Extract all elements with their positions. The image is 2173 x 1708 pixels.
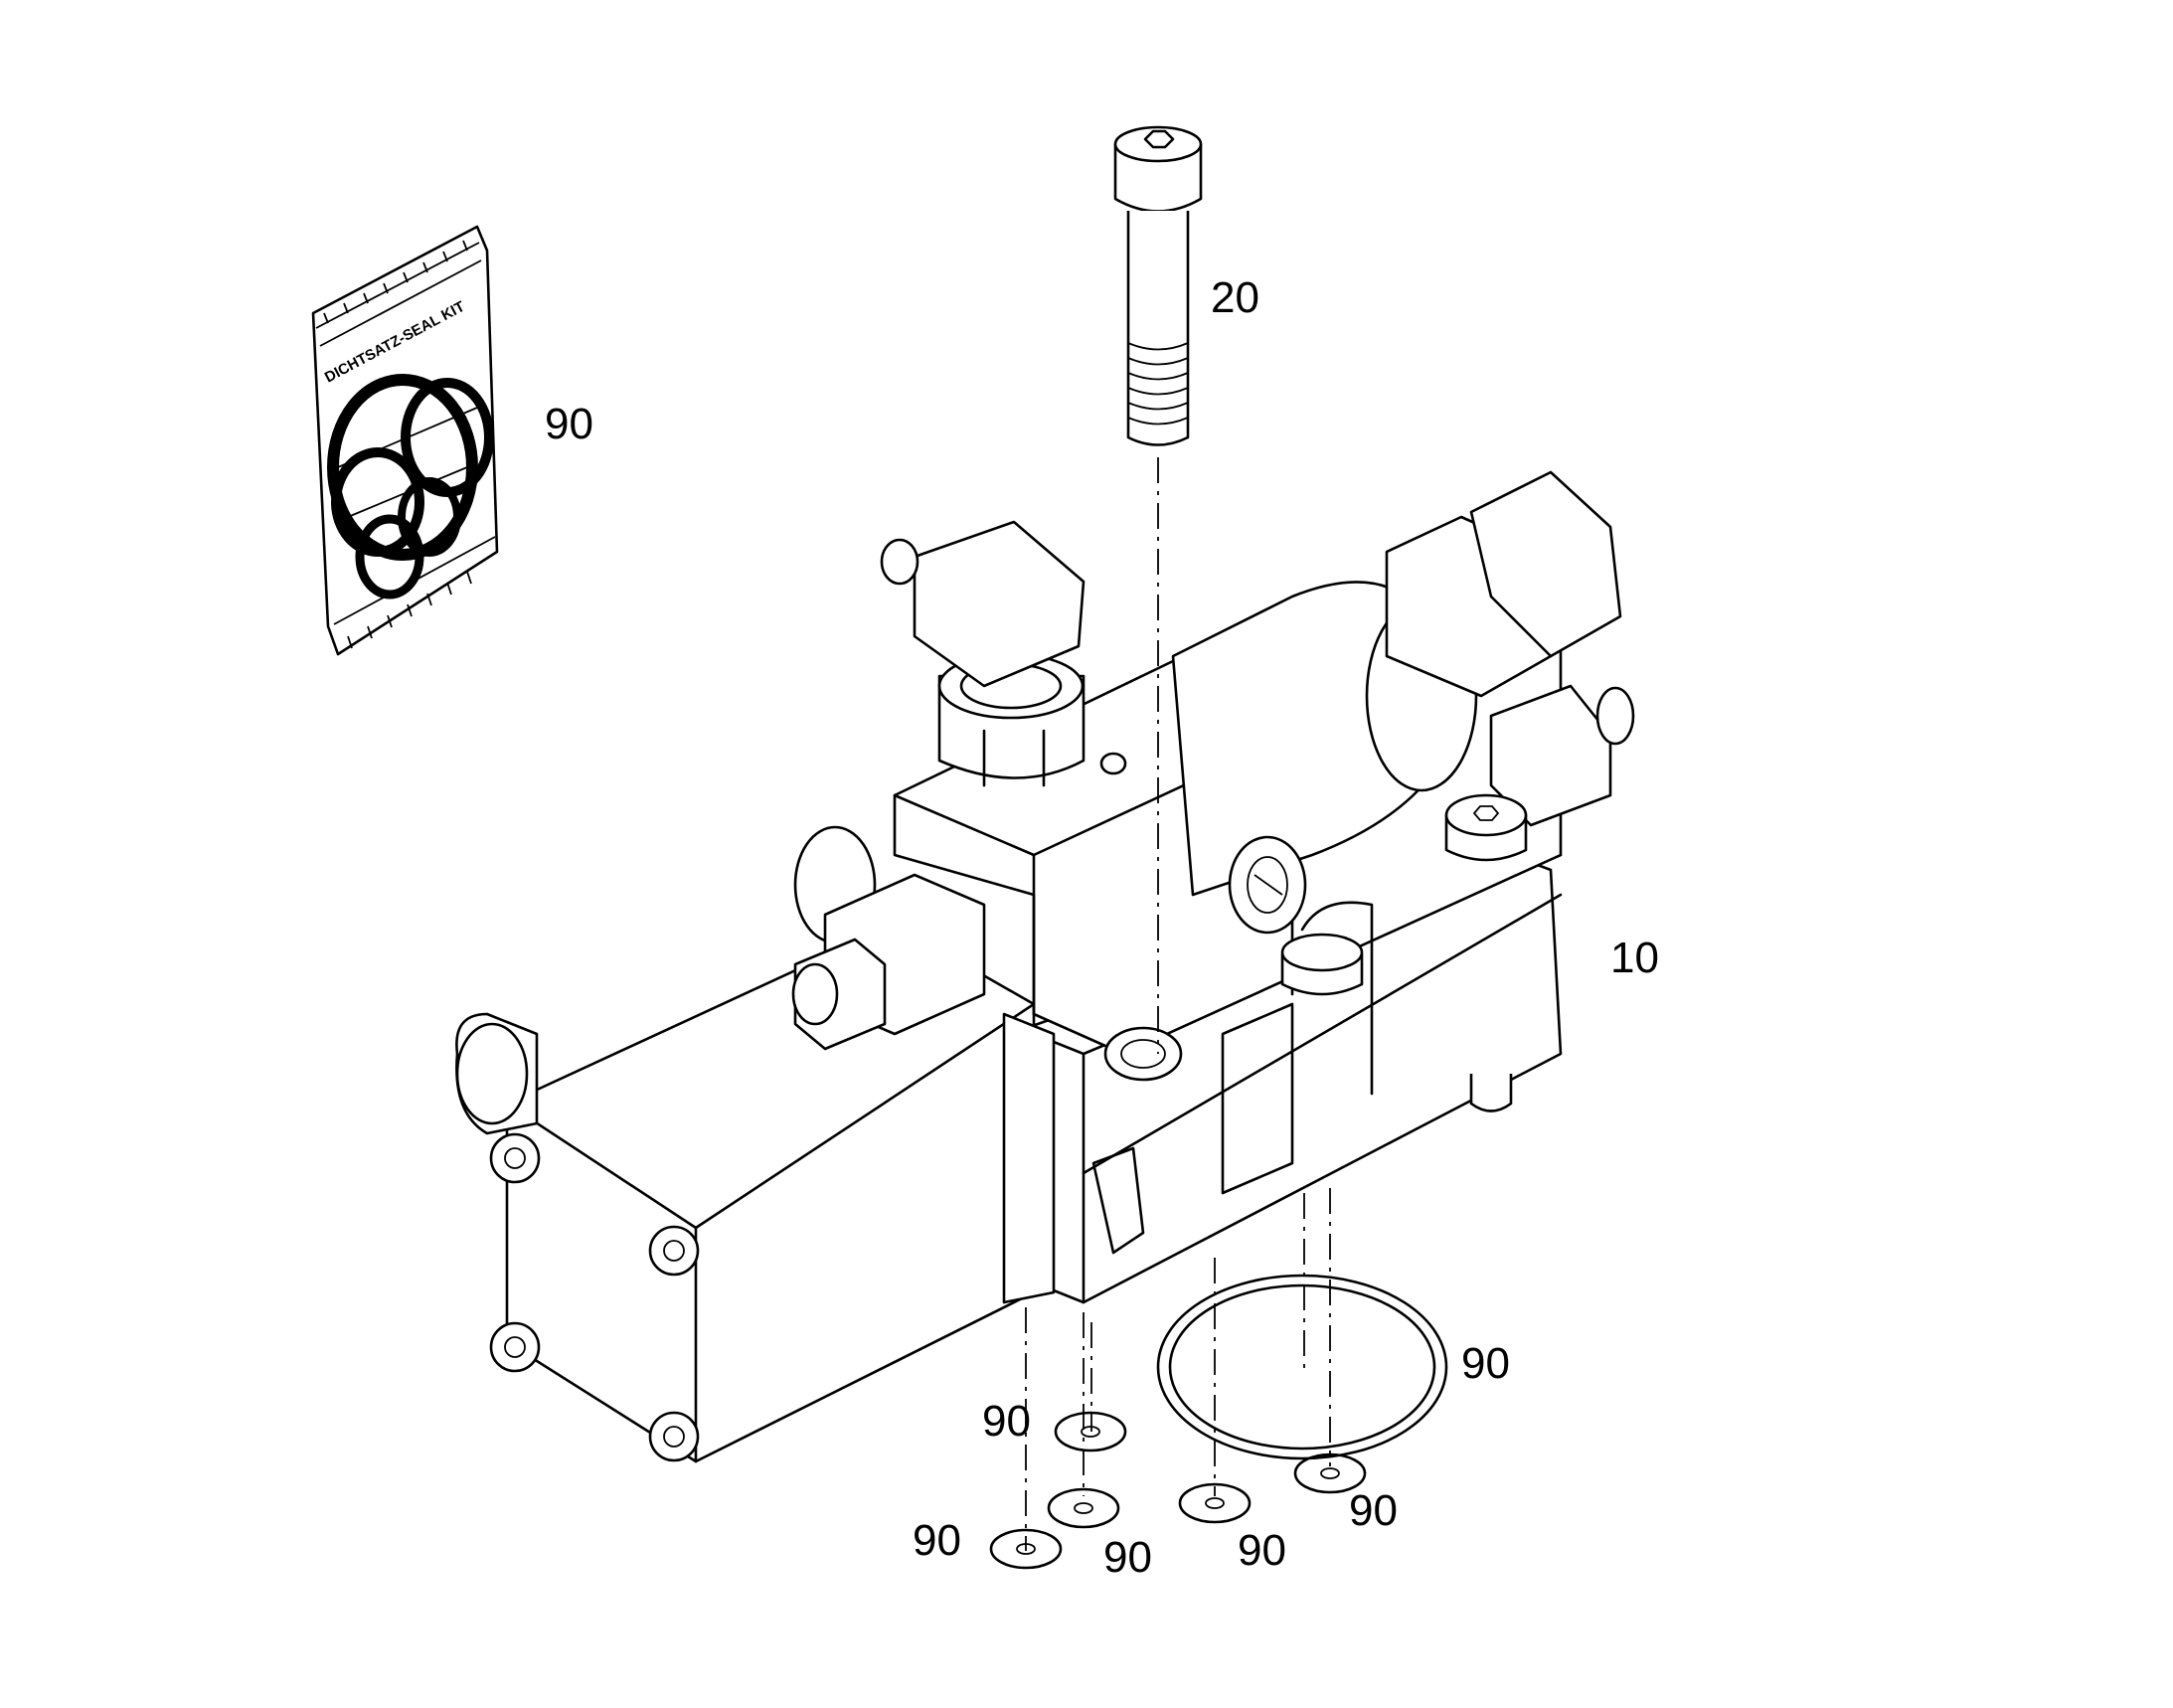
o-ring-small-c[interactable]: [989, 1528, 1063, 1570]
callout-bolt: 20: [1211, 273, 1259, 322]
valve-block-assembly[interactable]: [455, 470, 1635, 1463]
o-ring-small-d[interactable]: [1178, 1482, 1252, 1524]
o-ring-small-e[interactable]: [1293, 1452, 1367, 1494]
callout-oring-a: 90: [982, 1397, 1031, 1446]
seal-kit-bag[interactable]: DICHTSATZ-SEAL KIT: [311, 225, 499, 656]
callout-seal-kit: 90: [545, 400, 593, 448]
assembly-center-lines: [1025, 457, 1331, 1551]
callout-valve-block: 10: [1610, 934, 1659, 982]
housing-screws: [489, 1132, 700, 1462]
callout-oring-c: 90: [1103, 1533, 1152, 1582]
cap-screw[interactable]: [1113, 125, 1203, 446]
o-ring-large[interactable]: [1156, 1274, 1448, 1460]
o-ring-small-b[interactable]: [1047, 1487, 1120, 1529]
seal-kit-orings: [327, 374, 494, 599]
callout-oring-large: 90: [1461, 1339, 1510, 1388]
screw-thread: [1127, 342, 1189, 426]
callout-oring-d: 90: [1238, 1526, 1286, 1575]
callout-oring-e: 90: [1349, 1486, 1398, 1535]
o-ring-small-a[interactable]: [1054, 1411, 1127, 1452]
callout-oring-b: 90: [913, 1516, 961, 1565]
